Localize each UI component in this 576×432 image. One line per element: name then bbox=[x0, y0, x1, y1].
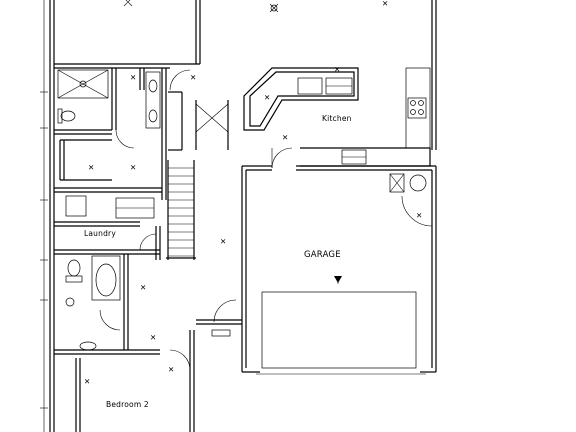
svg-text:✕: ✕ bbox=[190, 73, 196, 82]
svg-text:✕: ✕ bbox=[84, 377, 90, 386]
svg-text:✕: ✕ bbox=[220, 237, 226, 246]
laundry-walls bbox=[54, 221, 161, 355]
water-heater bbox=[389, 173, 427, 193]
shower bbox=[57, 69, 109, 99]
lower-bath bbox=[65, 255, 121, 351]
bedroom2-label: Bedroom 2 bbox=[106, 400, 149, 409]
svg-text:✕: ✕ bbox=[150, 333, 156, 342]
garage-side-door bbox=[401, 195, 433, 227]
garage-walls bbox=[241, 165, 437, 375]
svg-text:✕: ✕ bbox=[88, 163, 94, 172]
toilet-upper bbox=[57, 108, 76, 124]
upper-left-rooms bbox=[54, 0, 201, 200]
svg-text:✕: ✕ bbox=[264, 93, 270, 102]
exterior-walls bbox=[49, 0, 437, 432]
electrical-symbols: ✕ ✕ ✕ ✕ ✕ ✕ ✕ ✕ ✕ ✕ ✕ ✕ ✕ ✕ bbox=[84, 0, 422, 386]
washer-dryer bbox=[65, 195, 155, 219]
garage-arrow bbox=[334, 276, 342, 284]
bedroom2-walls bbox=[75, 330, 195, 432]
kitchen-garage-door bbox=[271, 147, 293, 169]
svg-text:✕: ✕ bbox=[416, 211, 422, 220]
svg-text:✕: ✕ bbox=[140, 283, 146, 292]
kitchen-label: Kitchen bbox=[322, 114, 352, 123]
stairs bbox=[166, 91, 196, 260]
vanity-sinks bbox=[145, 71, 161, 129]
hall-door bbox=[196, 299, 242, 337]
svg-text:✕: ✕ bbox=[130, 73, 136, 82]
laundry-label: Laundry bbox=[84, 229, 116, 238]
svg-text:✕: ✕ bbox=[334, 65, 340, 74]
closet-doors bbox=[195, 100, 229, 150]
dimension-ticks bbox=[40, 0, 48, 432]
svg-text:✕: ✕ bbox=[168, 365, 174, 374]
svg-text:✕: ✕ bbox=[282, 133, 288, 142]
svg-text:✕: ✕ bbox=[382, 0, 388, 8]
door-swings bbox=[99, 69, 191, 331]
svg-text:✕: ✕ bbox=[130, 163, 136, 172]
garage-label: GARAGE bbox=[304, 250, 341, 260]
